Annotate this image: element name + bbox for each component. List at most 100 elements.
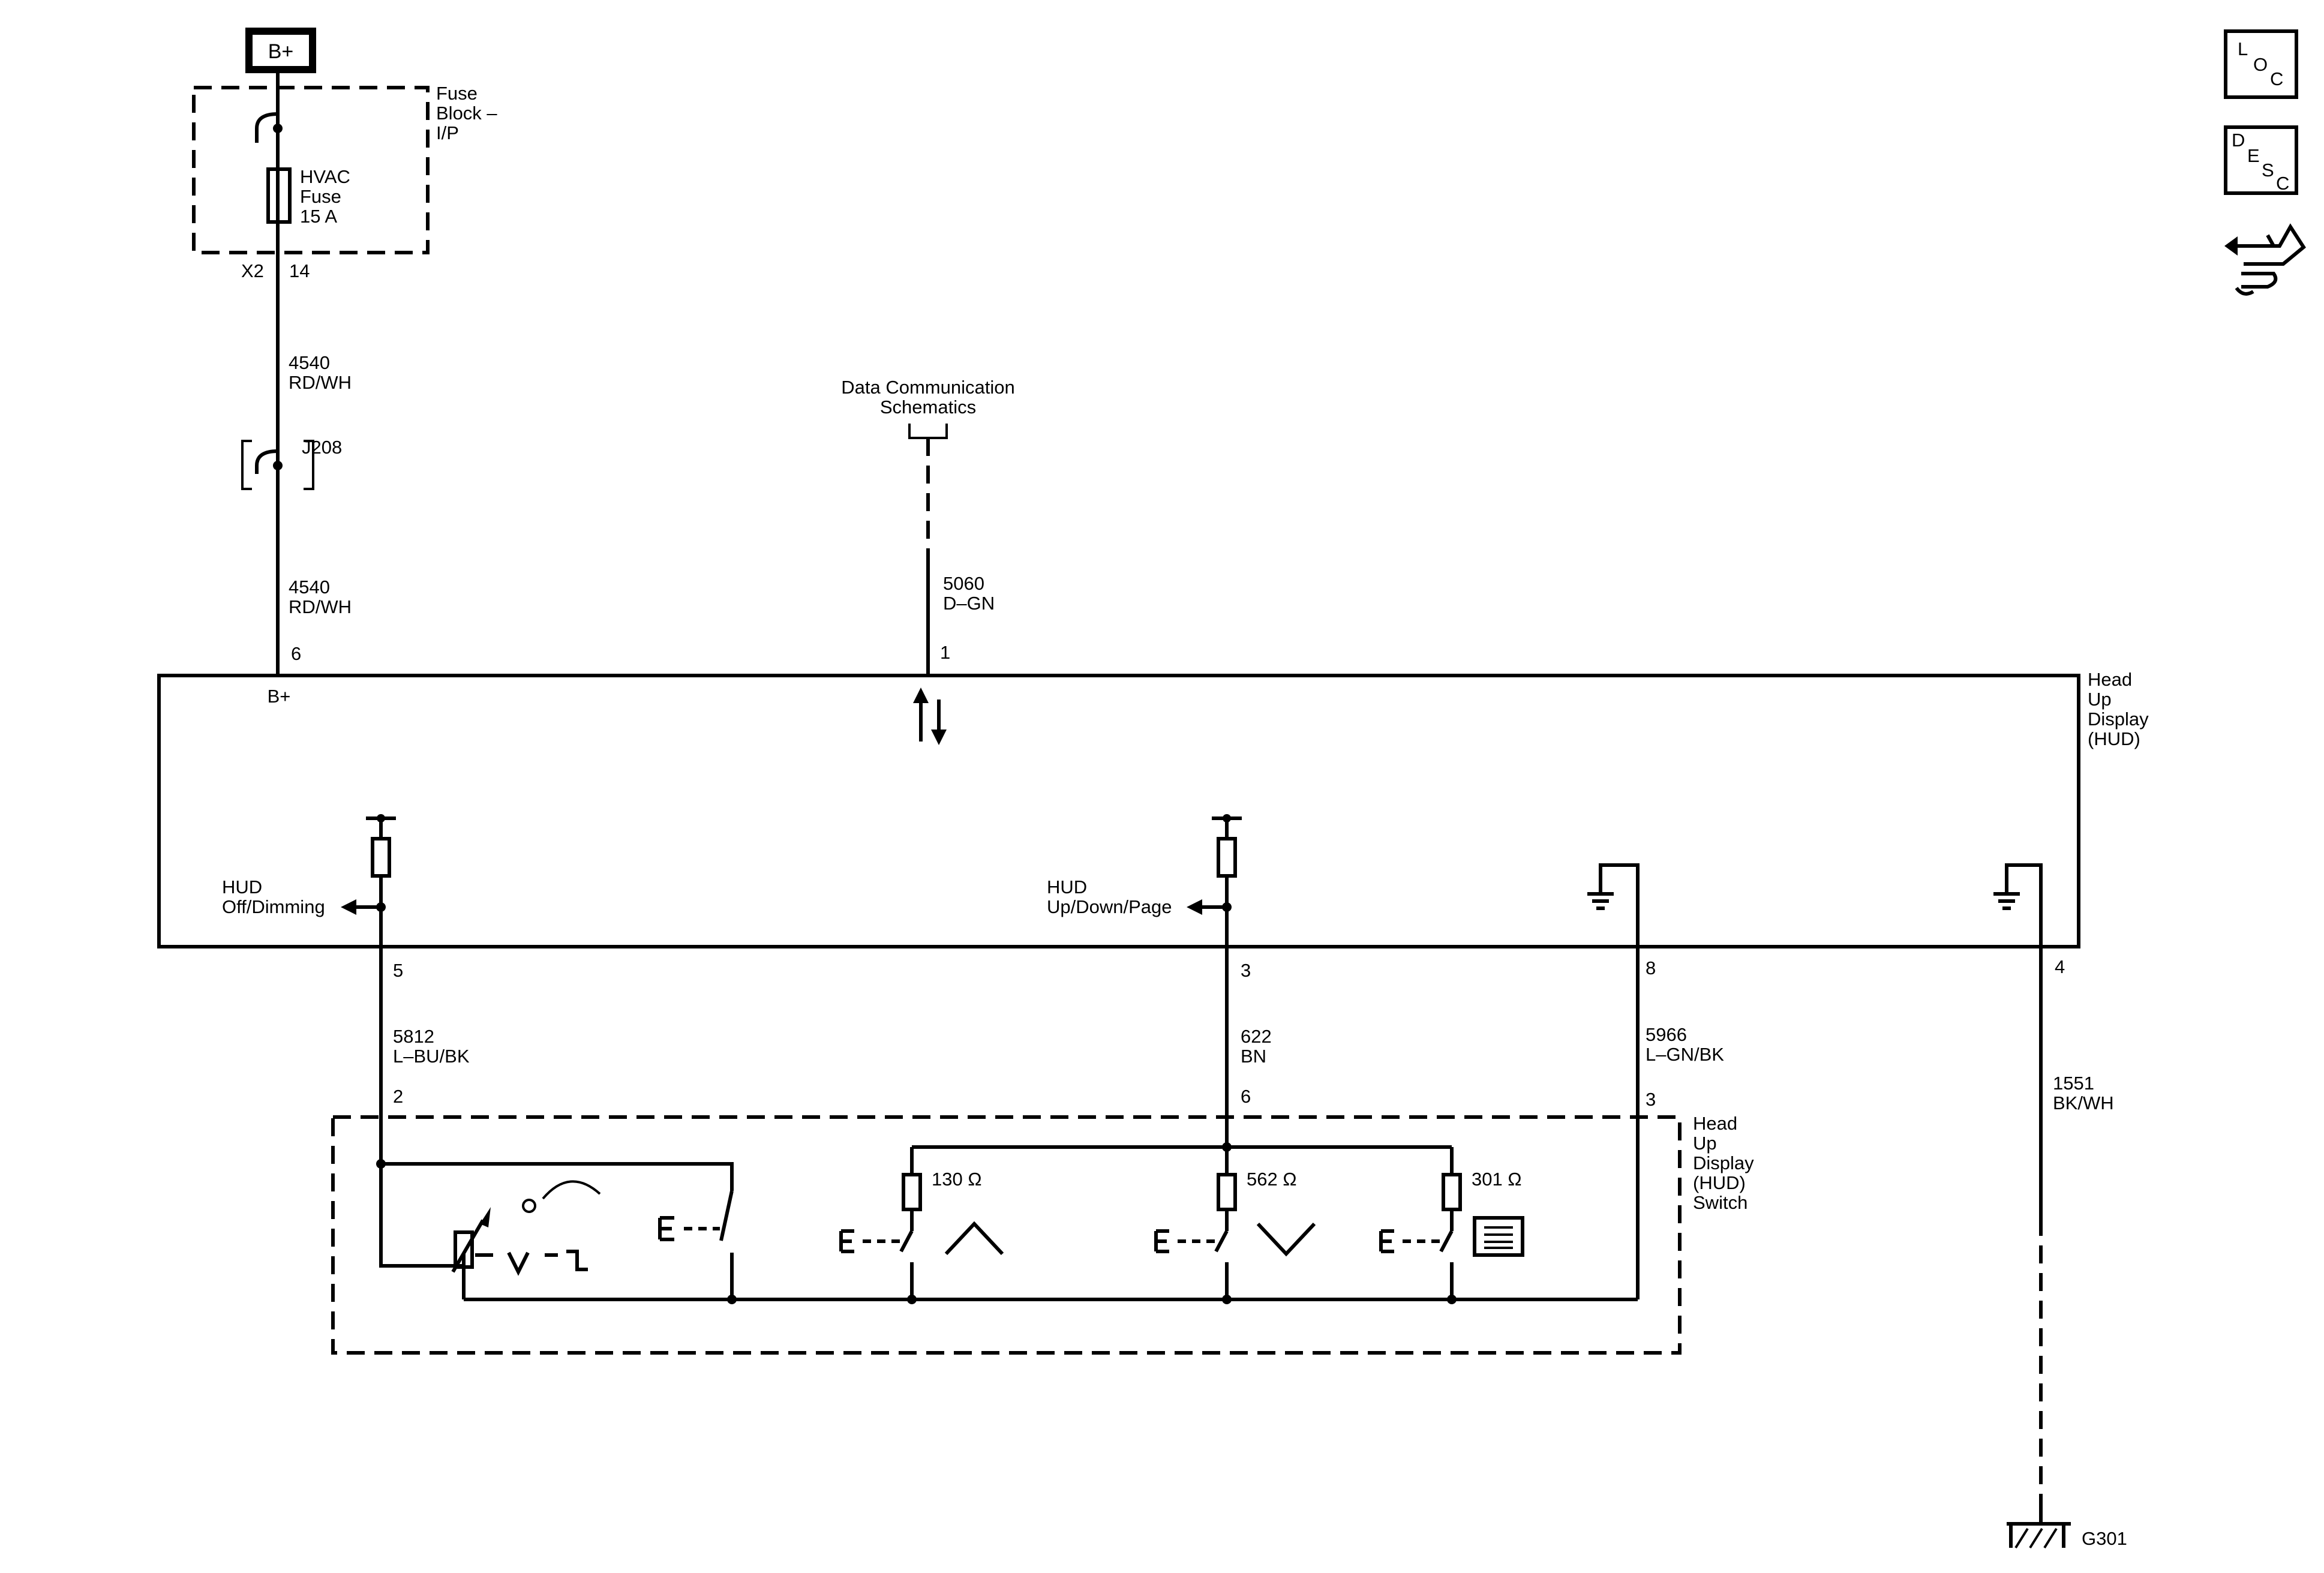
svg-text:15 A: 15 A <box>300 206 337 227</box>
svg-text:L–BU/BK: L–BU/BK <box>393 1046 470 1067</box>
dimmer-switch-actuator <box>658 1216 720 1241</box>
svg-text:Up: Up <box>1693 1133 1717 1154</box>
svg-text:Fuse: Fuse <box>436 83 478 104</box>
hud-switch-label: Head Up Display (HUD) Switch <box>1693 1113 1754 1213</box>
down-arrow-icon <box>1256 1222 1316 1257</box>
svg-text:Up: Up <box>2088 689 2112 710</box>
ground-g301-icon <box>2007 1512 2071 1549</box>
svg-text:Block –: Block – <box>436 103 497 124</box>
hud-pin-8-label: 8 <box>1646 957 1656 978</box>
fuse-pin-14-label: 14 <box>289 260 310 281</box>
svg-text:Off/Dimming: Off/Dimming <box>222 896 325 917</box>
svg-text:E: E <box>2247 145 2260 166</box>
hud-module-label: Head Up Display (HUD) <box>2088 669 2149 749</box>
hud-pin-5-label: 5 <box>393 960 403 981</box>
svg-text:Display: Display <box>2088 709 2149 730</box>
wire-4540-upper-label: 4540 RD/WH <box>289 352 352 393</box>
svg-text:D–GN: D–GN <box>943 593 995 614</box>
switch-pin-3-label: 3 <box>1646 1089 1656 1110</box>
hud-off-dimming-label: HUD Off/Dimming <box>222 876 325 917</box>
data-comm-connector-symbol <box>908 424 948 439</box>
svg-text:C: C <box>2270 68 2283 89</box>
svg-text:HVAC: HVAC <box>300 166 350 187</box>
internal-ground-pin8-icon <box>1587 863 1640 947</box>
svg-text:D: D <box>2232 130 2245 151</box>
resistor-301-ohm <box>1439 1173 1462 1299</box>
svg-text:4540: 4540 <box>289 352 330 373</box>
wire-5812-label: 5812 L–BU/BK <box>393 1026 470 1067</box>
svg-text:Schematics: Schematics <box>880 397 976 418</box>
svg-text:Head: Head <box>2088 669 2132 690</box>
wire-1551-label: 1551 BK/WH <box>2053 1073 2114 1113</box>
svg-text:Data Communication: Data Communication <box>841 377 1014 398</box>
svg-text:RD/WH: RD/WH <box>289 596 352 617</box>
hud-pin-6-label: 6 <box>291 643 301 664</box>
switch-pin-2-label: 2 <box>393 1086 403 1107</box>
resistor-301-label: 301 Ω <box>1472 1169 1522 1190</box>
svg-text:I/P: I/P <box>436 122 459 143</box>
resistor-562-ohm <box>1214 1173 1237 1299</box>
splice-j208 <box>241 440 314 490</box>
connector-x2-label: X2 <box>241 260 264 281</box>
dimmer-brightness-icon <box>522 1180 601 1213</box>
hvac-fuse-label: HVAC Fuse 15 A <box>300 166 350 227</box>
internal-ground-pin4-icon <box>1993 863 2043 947</box>
data-communication-label: Data Communication Schematics <box>841 377 1014 418</box>
svg-text:5060: 5060 <box>943 573 984 594</box>
hud-switch-box <box>331 1115 1682 1355</box>
hud-b-plus-label: B+ <box>268 686 291 707</box>
svg-text:622: 622 <box>1241 1026 1272 1047</box>
svg-text:RD/WH: RD/WH <box>289 372 352 393</box>
dimmer-potentiometer <box>451 1207 491 1273</box>
wire-622-label: 622 BN <box>1241 1026 1272 1067</box>
svg-text:Display: Display <box>1693 1152 1754 1173</box>
hud-pin-1-label: 1 <box>940 642 950 663</box>
updown-pullup-resistor <box>1187 814 1242 915</box>
fuse-block-label: Fuse Block – I/P <box>436 83 497 143</box>
down-switch-actuator <box>1154 1229 1215 1253</box>
svg-text:5966: 5966 <box>1646 1024 1687 1045</box>
desc-icon[interactable]: D E S C <box>2224 125 2298 195</box>
svg-text:HUD: HUD <box>1047 876 1087 897</box>
svg-text:L: L <box>2238 38 2248 59</box>
svg-text:B+: B+ <box>268 40 294 63</box>
hud-module-box <box>157 674 2080 948</box>
svg-text:5812: 5812 <box>393 1026 434 1047</box>
hud-up-down-page-label: HUD Up/Down/Page <box>1047 876 1172 917</box>
resistor-130-label: 130 Ω <box>932 1169 982 1190</box>
svg-text:BK/WH: BK/WH <box>2053 1092 2114 1113</box>
switch-pin-6-label: 6 <box>1241 1086 1251 1107</box>
svg-text:4540: 4540 <box>289 577 330 598</box>
connector-views-icon[interactable] <box>2224 223 2306 296</box>
up-arrow-icon <box>944 1221 1004 1256</box>
svg-text:L–GN/BK: L–GN/BK <box>1646 1044 1724 1065</box>
svg-text:S: S <box>2262 160 2274 181</box>
svg-text:(HUD): (HUD) <box>2088 728 2140 749</box>
hud-pin-3-label: 3 <box>1241 960 1251 981</box>
resistor-130-ohm <box>899 1173 922 1299</box>
svg-text:(HUD): (HUD) <box>1693 1172 1746 1193</box>
svg-text:Up/Down/Page: Up/Down/Page <box>1047 896 1172 917</box>
page-menu-icon <box>1473 1216 1524 1257</box>
switch-internal-wiring <box>376 1142 1638 1304</box>
hud-pin-4-label: 4 <box>2055 956 2065 977</box>
svg-text:BN: BN <box>1241 1046 1266 1067</box>
svg-text:HUD: HUD <box>222 876 262 897</box>
loc-icon[interactable]: L O C <box>2224 29 2298 99</box>
b-plus-source: B+ <box>245 28 316 73</box>
resistor-562-label: 562 Ω <box>1247 1169 1297 1190</box>
svg-text:Switch: Switch <box>1693 1192 1747 1213</box>
page-switch-actuator <box>1379 1229 1440 1253</box>
dimming-pullup-resistor <box>341 814 396 915</box>
dimmer-v-symbol-icon <box>475 1250 588 1276</box>
splice-j208-label: J208 <box>302 437 342 458</box>
svg-text:Fuse: Fuse <box>300 186 341 207</box>
svg-text:Head: Head <box>1693 1113 1737 1134</box>
svg-text:1551: 1551 <box>2053 1073 2094 1094</box>
wire-4540-lower-label: 4540 RD/WH <box>289 577 352 617</box>
svg-text:O: O <box>2253 54 2268 75</box>
up-switch-actuator <box>839 1229 900 1253</box>
fuse-block-connector-symbol <box>255 112 278 143</box>
svg-text:C: C <box>2276 173 2289 194</box>
